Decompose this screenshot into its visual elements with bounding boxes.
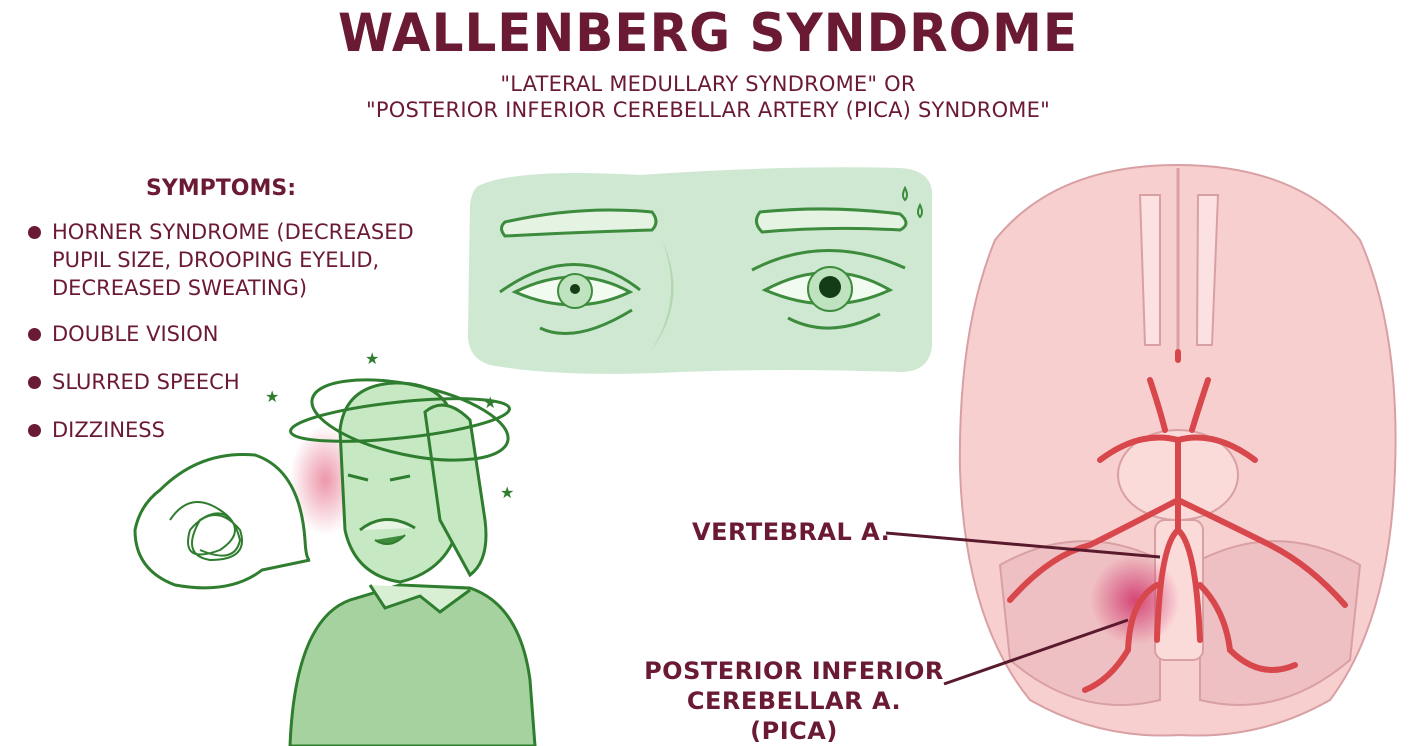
subtitle-line-1: "LATERAL MEDULLARY SYNDROME" OR	[500, 72, 916, 96]
symptom-list: HORNER SYNDROME (DECREASED PUPIL SIZE, D…	[28, 218, 448, 464]
symptom-item: DOUBLE VISION	[28, 320, 448, 348]
eyes-panel-illustration	[467, 167, 933, 374]
star-icon: ★	[500, 483, 514, 502]
star-icon: ★	[483, 393, 497, 412]
bullet-icon	[28, 376, 41, 389]
symptom-item: SLURRED SPEECH	[28, 368, 448, 396]
star-icon: ★	[365, 349, 379, 368]
page-title: WALLENBERG SYNDROME	[337, 2, 1079, 64]
subtitle-line-2: "POSTERIOR INFERIOR CEREBELLAR ARTERY (P…	[366, 98, 1050, 122]
symptom-item: HORNER SYNDROME (DECREASED PUPIL SIZE, D…	[28, 218, 448, 302]
pica-leader-line	[943, 618, 1129, 686]
scribble-speech-bubble	[133, 452, 311, 590]
brain-illustration	[958, 163, 1397, 737]
bullet-icon	[28, 226, 41, 239]
pica-label: POSTERIOR INFERIOR CEREBELLAR A. (PICA)	[644, 657, 944, 745]
artery-network	[1007, 349, 1348, 693]
bullet-icon	[28, 328, 41, 341]
symptom-item: DIZZINESS	[28, 416, 448, 444]
vertebral-leader-line	[885, 531, 1161, 559]
symptoms-heading: SYMPTOMS:	[146, 176, 297, 201]
bullet-icon	[28, 424, 41, 437]
star-icon: ★	[265, 387, 279, 406]
vertebral-artery-label: VERTEBRAL A.	[692, 518, 891, 546]
dizzy-man-illustration: ★ ★ ★ ★	[265, 349, 537, 746]
